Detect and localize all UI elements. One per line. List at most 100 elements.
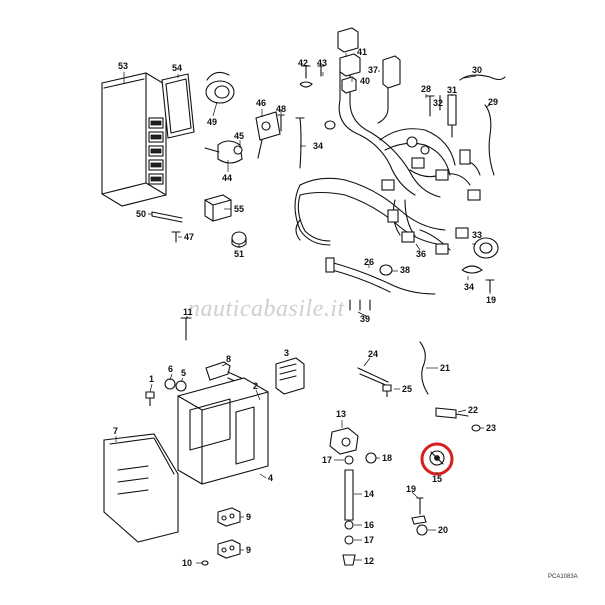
label-30[interactable]: 30 bbox=[472, 65, 482, 75]
label-32[interactable]: 32 bbox=[433, 98, 443, 108]
connector-9a bbox=[217, 507, 241, 527]
label-41[interactable]: 41 bbox=[357, 47, 367, 57]
label-53[interactable]: 53 bbox=[118, 61, 128, 71]
sub-harness-lead bbox=[331, 269, 391, 293]
label-12[interactable]: 12 bbox=[364, 556, 374, 566]
label-50[interactable]: 50 bbox=[136, 209, 146, 219]
label-11[interactable]: 11 bbox=[183, 307, 193, 317]
long-bolt bbox=[151, 211, 183, 223]
label-26[interactable]: 26 bbox=[364, 257, 374, 267]
washer bbox=[164, 378, 176, 390]
bolt-1 bbox=[145, 391, 155, 406]
wire-lead bbox=[459, 74, 506, 81]
sensor-probe bbox=[447, 94, 457, 138]
sensor-15[interactable] bbox=[429, 450, 445, 466]
washer-16 bbox=[344, 520, 354, 530]
label-23[interactable]: 23 bbox=[486, 423, 496, 433]
regulator bbox=[275, 357, 305, 395]
label-44[interactable]: 44 bbox=[222, 173, 232, 183]
figure-code: PCA1083A bbox=[548, 574, 578, 580]
o-ring bbox=[201, 560, 209, 566]
label-5[interactable]: 5 bbox=[181, 368, 186, 378]
relay bbox=[204, 194, 232, 222]
o-ring-23 bbox=[471, 424, 481, 432]
label-14[interactable]: 14 bbox=[364, 489, 374, 499]
label-37[interactable]: 37 bbox=[368, 65, 378, 75]
label-28[interactable]: 28 bbox=[421, 84, 431, 94]
terminal-screws bbox=[301, 65, 325, 79]
screw bbox=[277, 114, 285, 132]
label-49[interactable]: 49 bbox=[207, 117, 217, 127]
label-36[interactable]: 36 bbox=[416, 249, 426, 259]
label-15[interactable]: 15 bbox=[432, 474, 442, 484]
label-24[interactable]: 24 bbox=[368, 349, 378, 359]
label-13[interactable]: 13 bbox=[336, 409, 346, 419]
label-40[interactable]: 40 bbox=[360, 76, 370, 86]
label-7[interactable]: 7 bbox=[113, 426, 118, 436]
label-29[interactable]: 29 bbox=[488, 97, 498, 107]
label-9b[interactable]: 9 bbox=[246, 545, 251, 555]
wire-strap bbox=[357, 367, 389, 387]
label-1[interactable]: 1 bbox=[149, 374, 154, 384]
label-10[interactable]: 10 bbox=[182, 558, 192, 568]
wiring-harness bbox=[294, 61, 481, 255]
switch-assembly bbox=[204, 140, 243, 164]
throttle-sensor bbox=[329, 427, 359, 455]
pin-19 bbox=[416, 497, 424, 515]
label-33[interactable]: 33 bbox=[472, 230, 482, 240]
cover bbox=[103, 433, 179, 543]
plug-19 bbox=[411, 515, 427, 525]
sub-harness bbox=[329, 261, 436, 295]
label-19a[interactable]: 19 bbox=[486, 295, 496, 305]
label-17b[interactable]: 17 bbox=[364, 535, 374, 545]
label-2[interactable]: 2 bbox=[253, 381, 258, 391]
cable-clamp bbox=[461, 265, 483, 274]
label-25[interactable]: 25 bbox=[402, 384, 412, 394]
nut bbox=[175, 380, 187, 392]
small-screw bbox=[171, 231, 181, 243]
label-4[interactable]: 4 bbox=[268, 473, 273, 483]
label-34b[interactable]: 34 bbox=[464, 282, 474, 292]
label-34a[interactable]: 34 bbox=[313, 141, 323, 151]
label-55[interactable]: 55 bbox=[234, 204, 244, 214]
connector-9b bbox=[217, 539, 241, 559]
label-54[interactable]: 54 bbox=[172, 63, 182, 73]
wire-lead-long bbox=[484, 104, 495, 176]
label-8[interactable]: 8 bbox=[226, 354, 231, 364]
plug bbox=[324, 120, 336, 130]
lead-wire bbox=[419, 341, 429, 395]
clips bbox=[349, 299, 371, 311]
label-19b[interactable]: 19 bbox=[406, 484, 416, 494]
label-18[interactable]: 18 bbox=[382, 453, 392, 463]
label-3[interactable]: 3 bbox=[284, 348, 289, 358]
label-21[interactable]: 21 bbox=[440, 363, 450, 373]
label-31[interactable]: 31 bbox=[447, 85, 457, 95]
label-45[interactable]: 45 bbox=[234, 131, 244, 141]
label-6[interactable]: 6 bbox=[168, 364, 173, 374]
label-17a[interactable]: 17 bbox=[322, 455, 332, 465]
bracket bbox=[255, 111, 281, 159]
label-47[interactable]: 47 bbox=[184, 232, 194, 242]
label-43[interactable]: 43 bbox=[317, 58, 327, 68]
ring-terminal bbox=[299, 81, 313, 88]
screw-19 bbox=[485, 279, 495, 293]
label-38[interactable]: 38 bbox=[400, 265, 410, 275]
label-20[interactable]: 20 bbox=[438, 525, 448, 535]
shaft bbox=[344, 469, 354, 521]
rubber-cap bbox=[473, 237, 499, 259]
cable-tie bbox=[295, 117, 305, 169]
label-51[interactable]: 51 bbox=[234, 249, 244, 259]
label-9a[interactable]: 9 bbox=[246, 512, 251, 522]
sub-harness-plug bbox=[325, 257, 335, 273]
label-46[interactable]: 46 bbox=[256, 98, 266, 108]
label-42[interactable]: 42 bbox=[298, 58, 308, 68]
label-16[interactable]: 16 bbox=[364, 520, 374, 530]
label-22[interactable]: 22 bbox=[468, 405, 478, 415]
label-39[interactable]: 39 bbox=[360, 314, 370, 324]
mounting-plate bbox=[161, 73, 195, 139]
label-48[interactable]: 48 bbox=[276, 104, 286, 114]
ecu-module bbox=[101, 72, 167, 207]
leader-lines bbox=[115, 53, 491, 564]
connector-stack bbox=[337, 27, 401, 124]
